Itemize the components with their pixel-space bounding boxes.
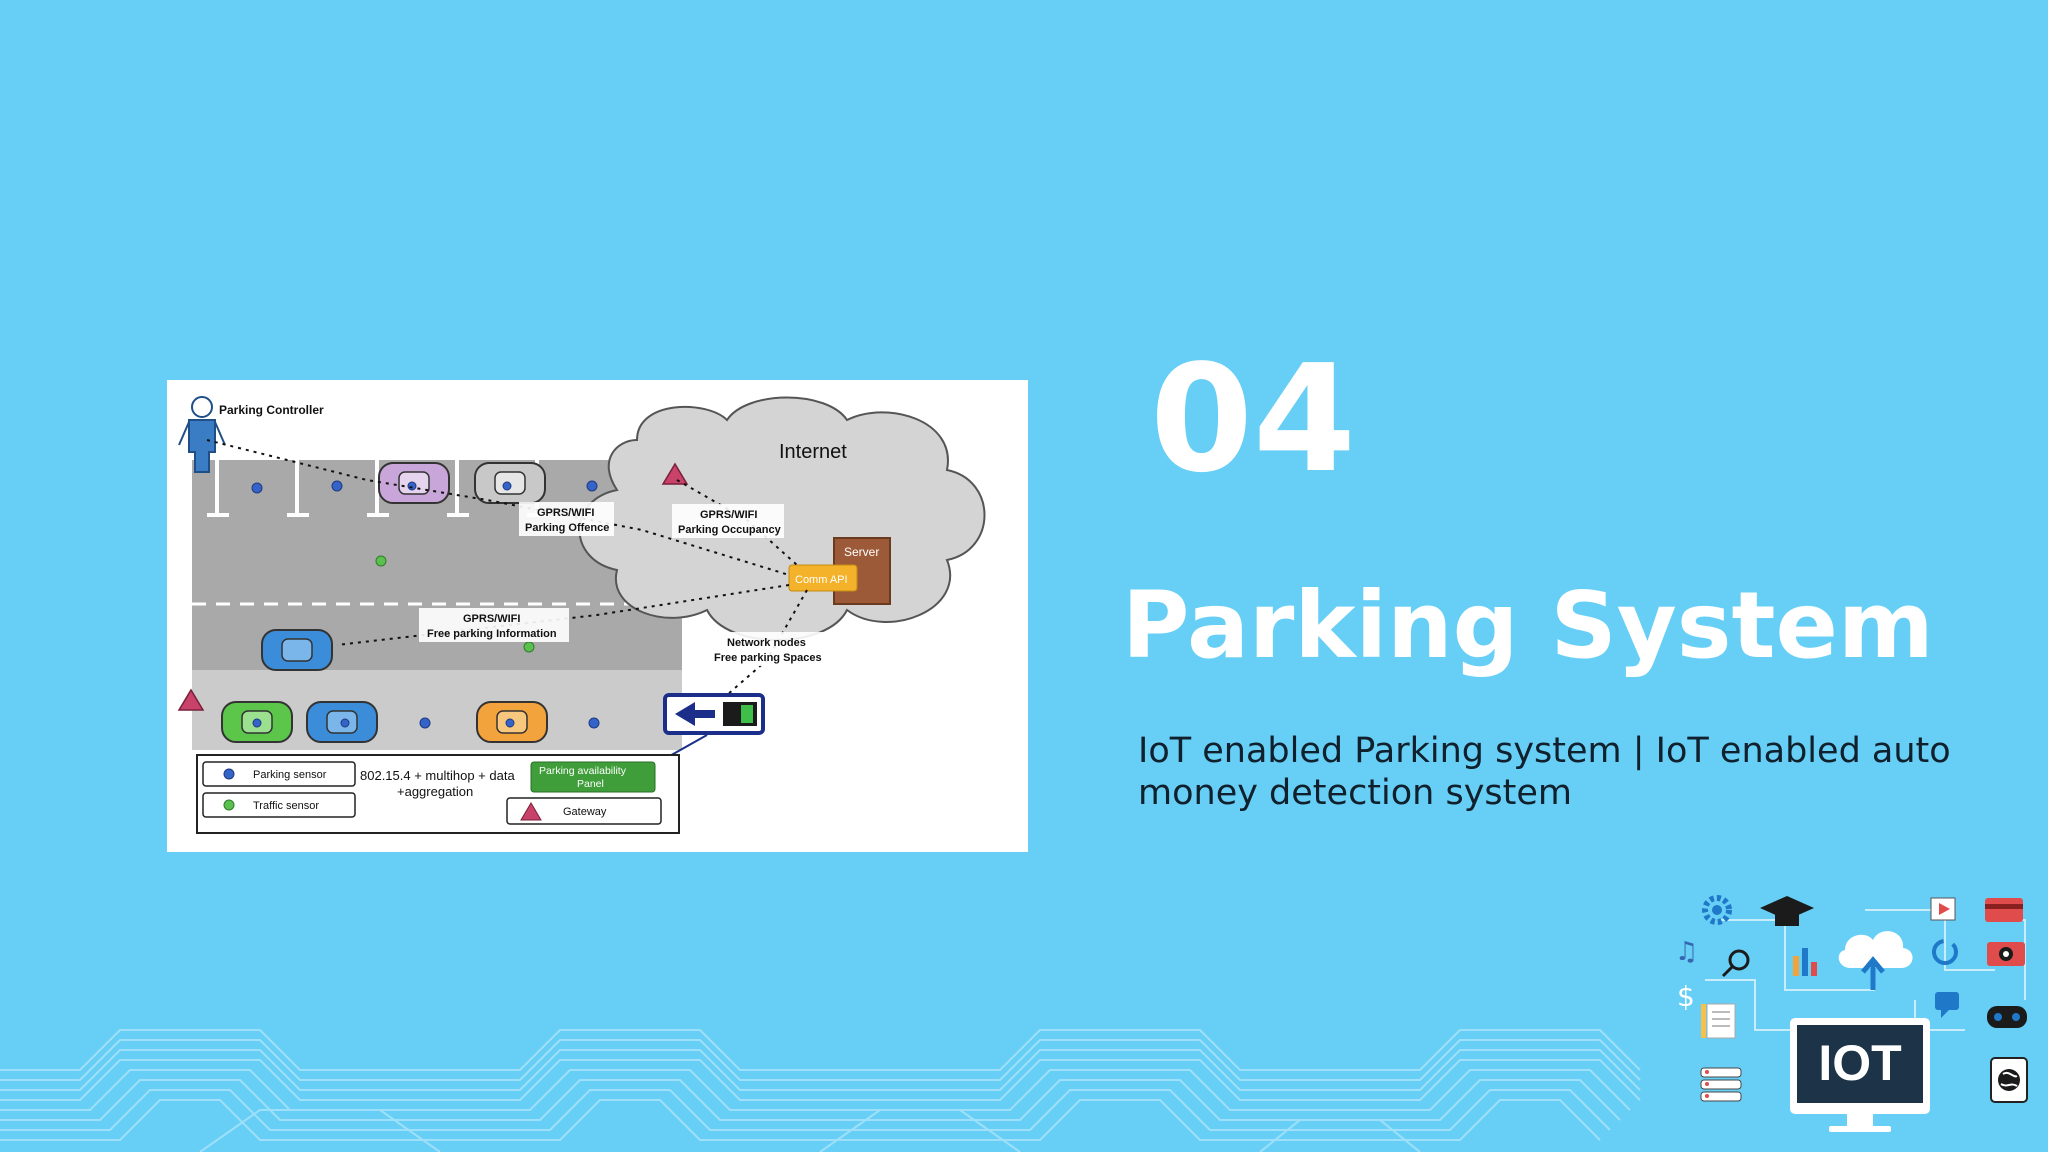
legend-panel-line1: Parking availability bbox=[539, 765, 627, 777]
camera-icon bbox=[1987, 942, 2025, 966]
music-note-icon: ♫ bbox=[1675, 937, 1698, 967]
availability-panel-display bbox=[663, 693, 765, 735]
comm-api-box bbox=[788, 564, 858, 592]
chat-icon bbox=[1935, 992, 1959, 1018]
refresh-icon bbox=[1932, 939, 1958, 965]
legend-panel-line2: Panel bbox=[577, 778, 604, 790]
gprs-offence-line2: Parking Offence bbox=[525, 522, 609, 534]
parking-diagram: Internet Server Comm API Parking Control… bbox=[167, 380, 1028, 852]
gprs-free-line2: Free parking Information bbox=[427, 628, 557, 640]
magnifier-icon bbox=[1721, 949, 1750, 978]
parking-controller-label: Parking Controller bbox=[219, 403, 324, 417]
gprs-free-line1: GPRS/WIFI bbox=[463, 613, 520, 625]
car-blue-middle bbox=[261, 629, 333, 671]
svg-text:$: $ bbox=[1677, 980, 1695, 1013]
graduation-cap-icon bbox=[1760, 896, 1814, 926]
gateway-left bbox=[177, 688, 205, 711]
iot-badge-text: IOT bbox=[1818, 1035, 1901, 1091]
decorative-wave-band bbox=[0, 1029, 1641, 1152]
server-label: Server bbox=[844, 545, 879, 559]
legend-parking-sensor: Parking sensor bbox=[253, 769, 327, 781]
slide-subtitle: IoT enabled Parking system | IoT enabled… bbox=[1138, 731, 1951, 813]
svg-text:♫: ♫ bbox=[1675, 937, 1698, 967]
legend-protocol-line1: 802.15.4 + multihop + data bbox=[360, 768, 515, 783]
globe-icon bbox=[1990, 1057, 2028, 1103]
legend-traffic-sensor: Traffic sensor bbox=[253, 800, 319, 812]
gprs-occupancy-line1: GPRS/WIFI bbox=[700, 509, 757, 521]
gear-icon bbox=[1702, 895, 1732, 925]
parking-diagram-graphic: Internet Server Comm API Parking Control… bbox=[177, 396, 986, 834]
iot-illustration: ♫ $ IOT bbox=[1675, 895, 2028, 1132]
play-icon bbox=[1930, 897, 1956, 921]
monitor-icon bbox=[1790, 1018, 1930, 1132]
gateway-top bbox=[661, 462, 689, 485]
cloud-upload-icon bbox=[1838, 931, 1913, 990]
document-icon bbox=[1701, 1003, 1736, 1039]
internet-label: Internet bbox=[779, 441, 847, 463]
gprs-offence-line1: GPRS/WIFI bbox=[537, 507, 594, 519]
comm-api-label: Comm API bbox=[795, 574, 848, 586]
network-nodes-line1: Network nodes bbox=[727, 637, 806, 649]
legend-protocol-line2: +aggregation bbox=[397, 784, 473, 799]
network-nodes-line2: Free parking Spaces bbox=[714, 652, 822, 664]
credit-card-icon bbox=[1985, 898, 2023, 922]
slide-title: Parking System bbox=[1122, 572, 1934, 679]
legend: Parking sensor Traffic sensor 802.15.4 +… bbox=[196, 754, 680, 834]
legend-gateway: Gateway bbox=[563, 806, 607, 818]
gprs-occupancy-line2: Parking Occupancy bbox=[678, 524, 782, 536]
slide-number: 04 bbox=[1150, 333, 1356, 505]
server-stack-icon bbox=[1700, 1067, 1742, 1102]
dollar-icon: $ bbox=[1677, 980, 1695, 1013]
bar-chart-icon bbox=[1793, 948, 1817, 976]
gamepad-icon bbox=[1987, 1006, 2027, 1028]
parking-controller-icon bbox=[178, 396, 226, 473]
